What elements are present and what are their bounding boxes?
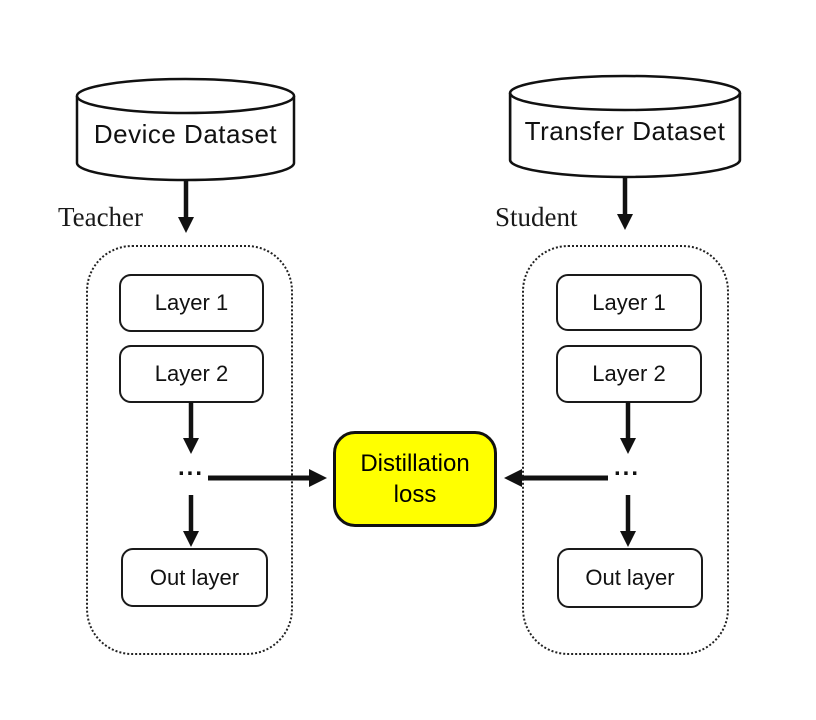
student-layer1-label: Layer 1 bbox=[592, 289, 666, 315]
arrow-down-icon bbox=[183, 402, 199, 454]
student-model-frame bbox=[522, 245, 729, 655]
database-cylinder-icon bbox=[508, 74, 742, 179]
transfer-dataset-label: Transfer Dataset bbox=[524, 116, 726, 146]
teacher-layer1-box: Layer 1 bbox=[119, 274, 264, 332]
arrow-down-icon bbox=[617, 176, 633, 230]
arrow-right-icon bbox=[208, 469, 327, 487]
student-out-layer-box: Out layer bbox=[557, 548, 703, 608]
device-dataset-cylinder: Device Dataset bbox=[75, 77, 296, 182]
teacher-model-frame bbox=[86, 245, 293, 655]
student-layer2-label: Layer 2 bbox=[592, 361, 666, 386]
transfer-dataset-cylinder: Transfer Dataset bbox=[508, 74, 742, 179]
teacher-out-layer-label: Out layer bbox=[149, 564, 240, 590]
student-layer1-box: Layer 1 bbox=[556, 274, 702, 331]
distillation-loss-box: Distillation loss bbox=[333, 431, 497, 527]
teacher-role-label: Teacher bbox=[58, 202, 144, 232]
student-layer2-box: Layer 2 bbox=[556, 345, 702, 403]
student-ellipsis: ... bbox=[613, 454, 640, 481]
distillation-loss-label-line1: Distillation bbox=[360, 450, 470, 477]
student-role-label: Student bbox=[495, 202, 578, 232]
teacher-ellipsis: ... bbox=[177, 454, 204, 481]
arrow-left-icon bbox=[504, 469, 608, 487]
database-cylinder-icon bbox=[75, 77, 296, 182]
teacher-layer1-label: Layer 1 bbox=[154, 290, 229, 315]
arrow-down-icon bbox=[183, 495, 199, 547]
teacher-out-layer-box: Out layer bbox=[121, 548, 268, 607]
teacher-layer2-box: Layer 2 bbox=[119, 345, 264, 403]
arrow-down-icon bbox=[178, 179, 194, 233]
distillation-loss-label-line2: loss bbox=[393, 481, 437, 508]
device-dataset-label: Device Dataset bbox=[93, 119, 278, 149]
student-out-layer-label: Out layer bbox=[585, 565, 675, 590]
teacher-layer2-label: Layer 2 bbox=[154, 361, 229, 386]
arrow-down-icon bbox=[620, 402, 636, 454]
arrow-down-icon bbox=[620, 495, 636, 547]
